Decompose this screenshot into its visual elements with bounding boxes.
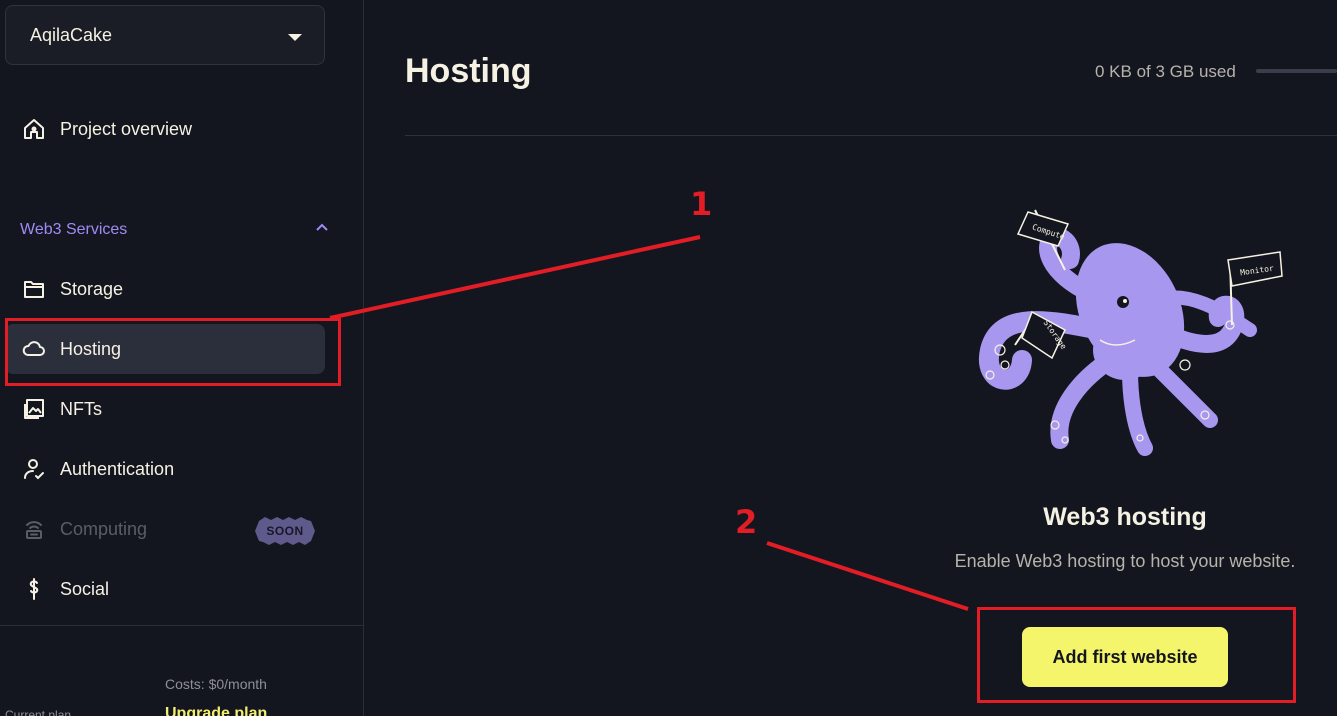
section-web3-services[interactable]: Web3 Services [20, 218, 330, 242]
router-icon [22, 517, 46, 541]
flag-compute: Compute [1016, 209, 1070, 271]
annotation-box-hosting [5, 318, 341, 386]
caret-down-icon [288, 34, 302, 41]
sidebar-item-label: Computing [60, 518, 148, 539]
sidebar-item-project-overview[interactable]: Project overview [5, 104, 325, 154]
sidebar-item-label: Social [60, 578, 110, 599]
flag-monitor: Monitor [1227, 251, 1283, 326]
header-divider [405, 135, 1337, 136]
costs-text: Costs: $0/month [165, 676, 267, 692]
sidebar-item-computing: Computing SOON [5, 504, 325, 554]
folder-icon [22, 277, 46, 301]
sidebar-item-nfts[interactable]: NFTs [5, 384, 325, 434]
octopus-illustration: Compute Storage Monitor [978, 209, 1283, 456]
sidebar-divider [0, 625, 364, 626]
empty-state-description: Enable Web3 hosting to host your website… [954, 551, 1296, 571]
home-icon [22, 117, 46, 141]
current-plan-label: Current plan [5, 708, 72, 716]
sidebar-item-label: Hosting [60, 338, 122, 359]
annotation-number-2: 2 [735, 503, 758, 541]
soon-badge: SOON [255, 517, 315, 545]
user-check-icon [22, 457, 46, 481]
sidebar-item-label: Storage [60, 278, 124, 299]
storage-usage-bar [1256, 69, 1337, 73]
annotation-box-add-website [977, 607, 1296, 703]
cloud-icon [22, 337, 46, 361]
add-first-website-button[interactable]: Add first website [1022, 627, 1228, 687]
sidebar-item-social[interactable]: Social [5, 564, 325, 614]
chevron-up-icon [314, 220, 330, 241]
sidebar-item-label: NFTs [60, 398, 102, 419]
sidebar-item-hosting[interactable]: Hosting [5, 324, 325, 374]
storage-usage-text: 0 KB of 3 GB used [1095, 62, 1236, 81]
sidebar-item-label: Authentication [60, 458, 175, 479]
section-label: Web3 Services [20, 221, 128, 238]
empty-state-title: Web3 hosting [1043, 503, 1207, 531]
social-icon [22, 577, 46, 601]
upgrade-plan-link[interactable]: Upgrade plan [165, 705, 268, 716]
project-selector[interactable]: AqilaCake [5, 5, 325, 65]
annotation-number-1: 1 [690, 185, 713, 223]
project-name: AqilaCake [30, 24, 113, 45]
sidebar-item-storage[interactable]: Storage [5, 264, 325, 314]
sidebar: AqilaCake Project overview Web3 Services… [0, 0, 364, 716]
page-title: Hosting [405, 52, 532, 90]
sidebar-item-authentication[interactable]: Authentication [5, 444, 325, 494]
images-icon [22, 397, 46, 421]
sidebar-item-label: Project overview [60, 118, 193, 139]
